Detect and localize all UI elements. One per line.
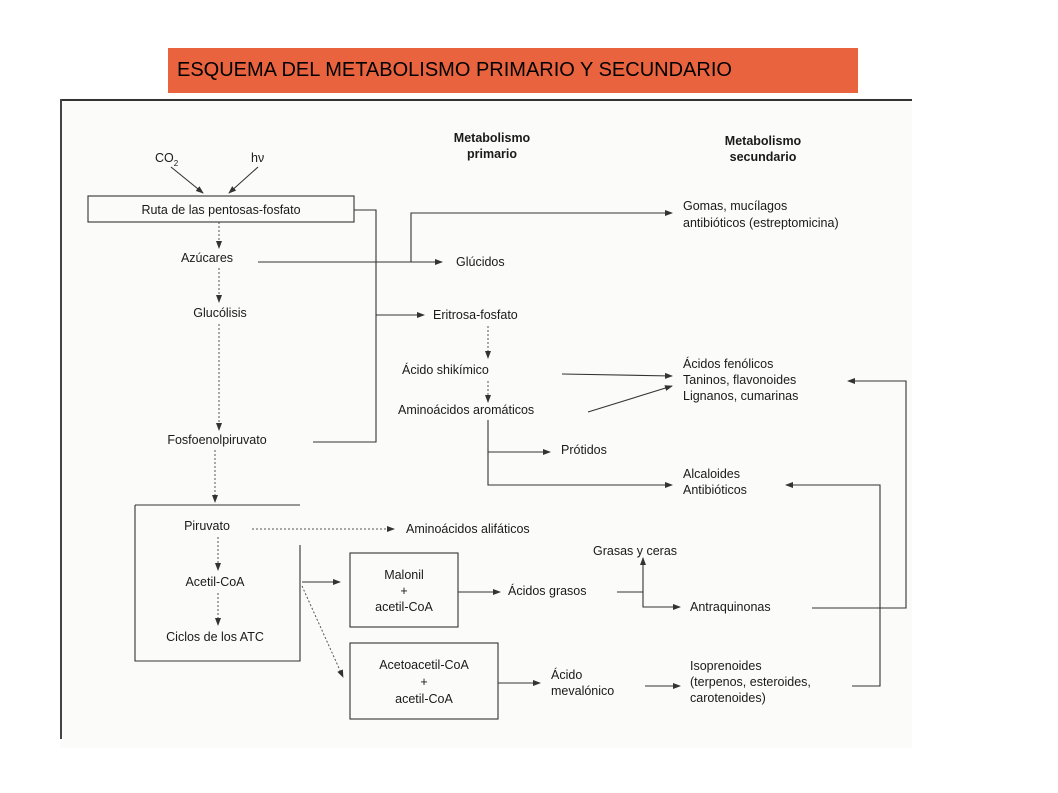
atc-label: Ciclos de los ATC: [166, 630, 264, 644]
mevalonic-line1: Ácido: [551, 667, 582, 682]
arrow-shikimic-to-phenolics: [561, 372, 673, 379]
arrow-to-anthraquinones: [642, 592, 681, 610]
header-primary-line1: Metabolismo: [454, 131, 531, 145]
scanned-figure: [60, 98, 912, 748]
pentose-bracket-line: [313, 209, 377, 443]
pep-label: Fosfoenolpiruvato: [167, 433, 266, 447]
bracket-anthraquinones-to-phenolics: [812, 378, 907, 609]
header-secondary-line2: secundario: [730, 150, 797, 164]
bracket-isoprenoids-to-alkaloids: [785, 482, 881, 687]
fatty-acids-label: Ácidos grasos: [508, 583, 587, 598]
figure-top-rule: [60, 99, 912, 101]
pyruvate-box: [134, 504, 301, 662]
arrow-to-fats-waxes: [617, 557, 646, 593]
header-primary-line2: primario: [467, 147, 517, 161]
title-banner: ESQUEMA DEL METABOLISMO PRIMARIO Y SECUN…: [168, 48, 858, 93]
isoprenoids-line1: Isoprenoides: [690, 659, 762, 673]
phenolics-line3: Lignanos, cumarinas: [683, 389, 798, 403]
acetoacetyl-line3: acetil-CoA: [395, 692, 453, 706]
light-label: hν: [251, 151, 264, 165]
figure-left-rule: [60, 99, 62, 739]
acetylcoa-label: Acetil-CoA: [185, 575, 245, 589]
malonyl-line1: Malonil: [384, 568, 424, 582]
gums-line1: Gomas, mucílagos: [683, 199, 787, 213]
erythrose-label: Eritrosa-fosfato: [433, 308, 518, 322]
malonyl-line2: +: [400, 584, 407, 598]
arrow-co2-to-pentose: [170, 166, 204, 194]
mevalonic-line2: mevalónico: [551, 684, 614, 698]
arrow-to-acetoacetyl: [301, 585, 344, 678]
glycolysis-label: Glucólisis: [193, 306, 247, 320]
sugars-label: Azúcares: [181, 251, 233, 265]
glucids-label: Glúcidos: [456, 255, 505, 269]
gums-line2: antibióticos (estreptomicina): [683, 216, 839, 230]
arrow-to-gums: [410, 210, 673, 262]
pyruvate-label: Piruvato: [184, 519, 230, 533]
malonyl-box: [349, 552, 459, 628]
alkaloids-line1: Alcaloides: [683, 467, 740, 481]
pentose-label: Ruta de las pentosas-fosfato: [141, 203, 300, 217]
aliphatic-aa-label: Aminoácidos alifáticos: [406, 522, 530, 536]
acetoacetyl-line1: Acetoacetil-CoA: [379, 658, 469, 672]
protids-label: Prótidos: [561, 443, 607, 457]
fats-waxes-label: Grasas y ceras: [593, 544, 677, 558]
arrow-to-protids: [487, 420, 551, 455]
acetoacetyl-line2: +: [420, 675, 427, 689]
aromatic-aa-label: Aminoácidos aromáticos: [398, 403, 534, 417]
shikimic-label: Ácido shikímico: [402, 362, 489, 377]
header-secondary-line1: Metabolismo: [725, 134, 802, 148]
page-title: ESQUEMA DEL METABOLISMO PRIMARIO Y SECUN…: [177, 59, 732, 81]
co2-label: CO2: [155, 151, 179, 168]
alkaloids-line2: Antibióticos: [683, 483, 747, 497]
isoprenoids-line3: carotenoides): [690, 691, 766, 705]
arrow-to-alkaloids: [487, 452, 673, 488]
acetoacetyl-box: [349, 642, 499, 720]
malonyl-line3: acetil-CoA: [375, 600, 433, 614]
arrow-light-to-pentose: [228, 166, 259, 194]
phenolics-line2: Taninos, flavonoides: [683, 373, 796, 387]
arrow-aromatic-to-phenolics: [587, 385, 673, 413]
isoprenoids-line2: (terpenos, esteroides,: [690, 675, 811, 689]
anthraquinones-label: Antraquinonas: [690, 600, 771, 614]
pentose-box: [87, 195, 355, 223]
phenolics-line1: Ácidos fenólicos: [683, 356, 773, 371]
